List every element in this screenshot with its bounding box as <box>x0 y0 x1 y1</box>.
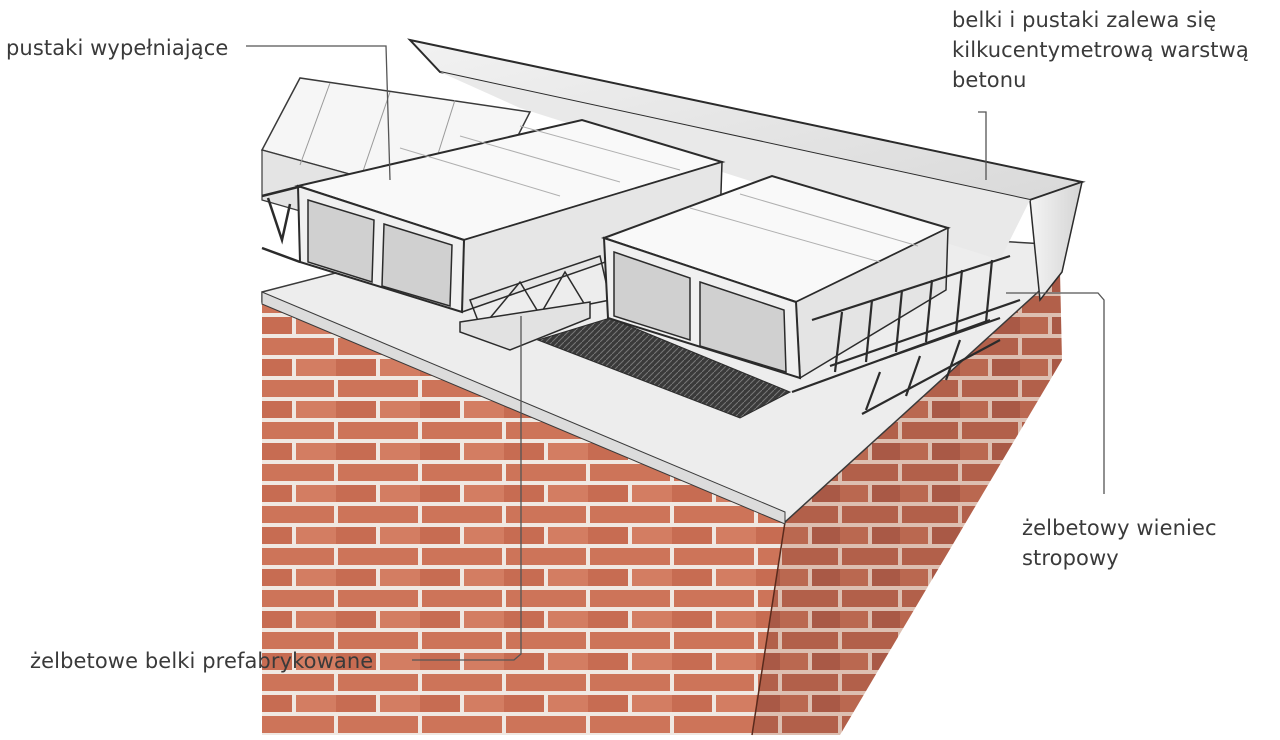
leader-filler-blocks <box>246 45 391 181</box>
beam-gap-dark <box>536 317 792 419</box>
label-ring-beam: żelbetowy wieniec stropowy <box>1022 513 1217 573</box>
label-filler-blocks: pustaki wypełniające <box>6 36 229 60</box>
hollow-block-left <box>294 118 726 314</box>
leader-beams <box>412 316 522 661</box>
label-prefab-beams: żelbetowe belki prefabrykowane <box>30 649 374 673</box>
leader-ring-beam <box>1006 292 1105 494</box>
leader-topping <box>978 111 987 180</box>
brick-wall <box>262 272 1062 736</box>
wall-top-front-edge <box>261 291 786 525</box>
beam-foot <box>459 301 591 351</box>
label-topping-line-3: betonu <box>952 68 1027 92</box>
left-rebar <box>261 184 303 264</box>
cell <box>307 198 375 284</box>
ring-beam-rebar-cage <box>791 254 1021 415</box>
label-topping-line-1: belki i pustaki zalewa się <box>952 8 1217 32</box>
brick-wall-side <box>752 272 1062 735</box>
brick-wall-front <box>262 302 785 735</box>
leader-lines <box>246 45 1105 661</box>
prefab-beam <box>459 255 792 419</box>
cell <box>699 280 787 374</box>
label-ring-line-2: stropowy <box>1022 546 1119 570</box>
label-ring-line-1: żelbetowy wieniec <box>1022 516 1217 540</box>
label-topping-line-2: kilkucentymetrową warstwą <box>952 38 1249 62</box>
cell <box>381 222 453 307</box>
wall-edge <box>751 521 786 736</box>
label-concrete-topping: belki i pustaki zalewa się kilkucentymet… <box>952 5 1249 95</box>
cell <box>613 250 691 342</box>
slab-side <box>1029 180 1084 302</box>
